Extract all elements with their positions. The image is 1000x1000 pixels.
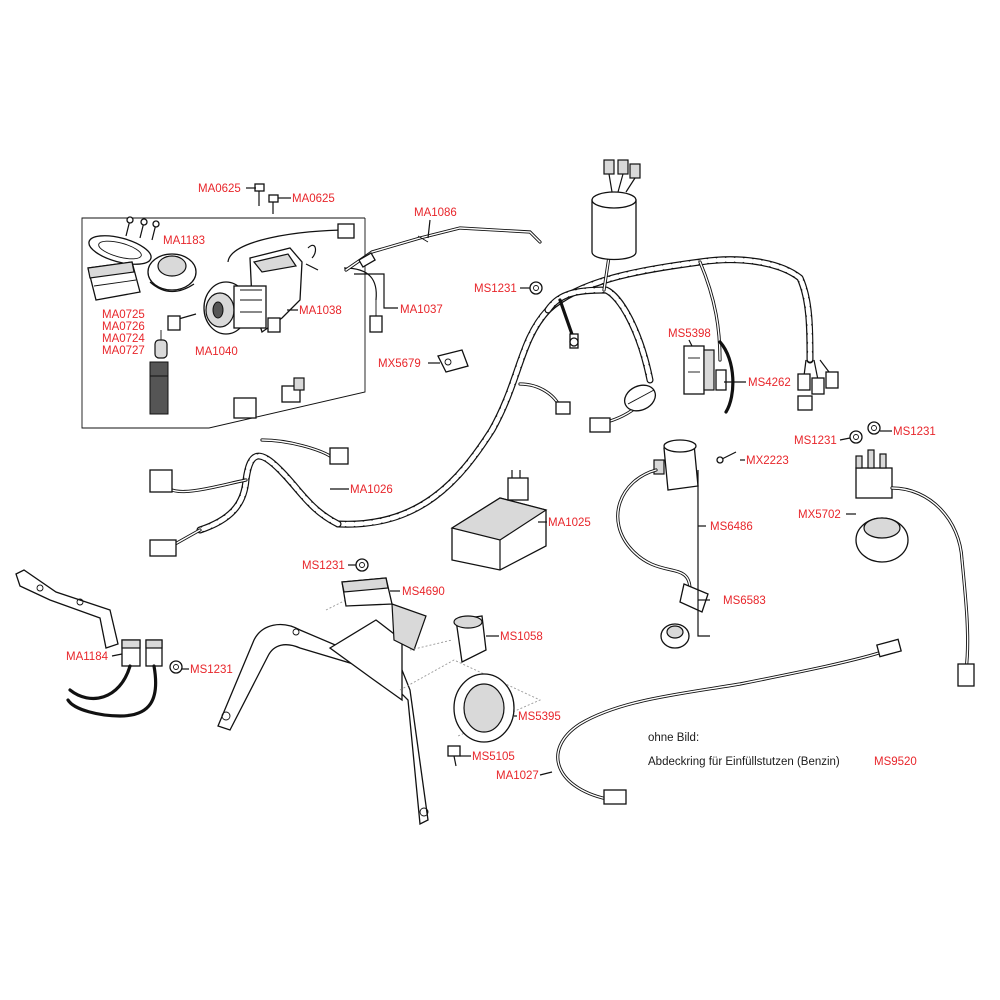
relay-ms5398 (683, 345, 715, 395)
connector-c (329, 447, 349, 465)
main-frame-bracket (217, 603, 429, 826)
relay-ms4690 (341, 577, 393, 607)
part-labels: MA0625 MA0625 MA1086 MA1183 MA0725 MA072… (66, 183, 936, 782)
connector-f (555, 401, 571, 415)
ignition-coil (616, 439, 709, 613)
label-ma1025: MA1025 (548, 517, 591, 529)
label-ms5398: MS5398 (668, 328, 711, 340)
label-ma1086: MA1086 (414, 207, 457, 219)
leader-ms1058 (409, 639, 453, 651)
bracket-ms6486-leader (697, 470, 710, 637)
label-ms1231-top: MS1231 (474, 283, 517, 295)
label-mx5679: MX5679 (378, 358, 421, 370)
label-ms1231-right-b: MS1231 (893, 426, 936, 438)
label-ma1184: MA1184 (66, 651, 109, 663)
main-harness-ma1026 (149, 248, 839, 557)
key-cap (87, 261, 141, 301)
bolt-ms5105 (447, 745, 461, 767)
bracket-ma1184 (15, 569, 163, 718)
label-ma1026: MA1026 (350, 484, 393, 496)
flasher-ms1058 (453, 615, 487, 663)
cable-ma1086 (344, 226, 542, 272)
fuse-ms4262 (715, 340, 735, 414)
label-ma1037: MA1037 (400, 304, 443, 316)
label-ma0727: MA0727 (102, 345, 145, 357)
harness-relay (623, 384, 657, 412)
connector-d (149, 469, 173, 493)
label-ms4690: MS4690 (402, 586, 445, 598)
seal-ma1183 (147, 253, 197, 293)
label-ma0725: MA0725 (102, 309, 145, 321)
label-ms6583: MS6583 (723, 595, 766, 607)
ring-cover (88, 235, 152, 265)
label-ms6486: MS6486 (710, 521, 753, 533)
label-ma1038: MA1038 (299, 305, 342, 317)
connector-g (589, 417, 611, 433)
spark-plug-cap-ms6583 (660, 623, 690, 649)
bracket-mx5679 (437, 349, 469, 373)
label-leaders (111, 187, 892, 776)
label-mx5702: MX5702 (798, 509, 841, 521)
leader-ms4690 (325, 599, 347, 611)
key (149, 313, 197, 415)
label-ms5105: MS5105 (472, 751, 515, 763)
filter-canister (591, 159, 641, 261)
label-ma1040: MA1040 (195, 346, 238, 358)
nut-ms1231-left (169, 660, 183, 674)
label-ms5395: MS5395 (518, 711, 561, 723)
label-mx2223: MX2223 (746, 455, 789, 467)
horn-ms5395 (453, 673, 515, 743)
starter-relay-mx5702 (855, 449, 975, 687)
nut-ms1231-top (529, 281, 543, 295)
connector-a (233, 397, 257, 419)
screws-ma0625 (125, 183, 279, 241)
label-ma0726: MA0726 (102, 321, 145, 333)
right-connectors (797, 359, 839, 411)
nuts-ms1231-right (849, 421, 881, 444)
note-fuel-ring-code: MS9520 (874, 756, 917, 768)
ignition-switch-group (81, 183, 383, 429)
label-ms4262: MS4262 (748, 377, 791, 389)
label-ma0625-b: MA0625 (292, 193, 335, 205)
label-ms1058: MS1058 (500, 631, 543, 643)
screw-mx2223 (716, 451, 737, 464)
ground-cable-ma1027 (556, 638, 902, 805)
label-ma0625-a: MA0625 (198, 183, 241, 195)
note-fuel-ring: Abdeckring für Einfüllstutzen (Benzin) (648, 756, 840, 768)
ignition-lock-body (203, 223, 355, 335)
label-ms1231-left: MS1231 (190, 664, 233, 676)
note-heading: ohne Bild: (648, 732, 699, 744)
connector-e (149, 539, 177, 557)
nut-ms1231-mid (355, 558, 369, 572)
label-ma1027: MA1027 (496, 770, 539, 782)
label-ms1231-mid: MS1231 (302, 560, 345, 572)
label-ma0724: MA0724 (102, 333, 145, 345)
cdi-ma1025 (450, 470, 548, 571)
note-without-image: ohne Bild: Abdeckring für Einfüllstutzen… (648, 732, 917, 768)
label-ms1231-right-a: MS1231 (794, 435, 837, 447)
label-ma1183: MA1183 (163, 235, 205, 247)
